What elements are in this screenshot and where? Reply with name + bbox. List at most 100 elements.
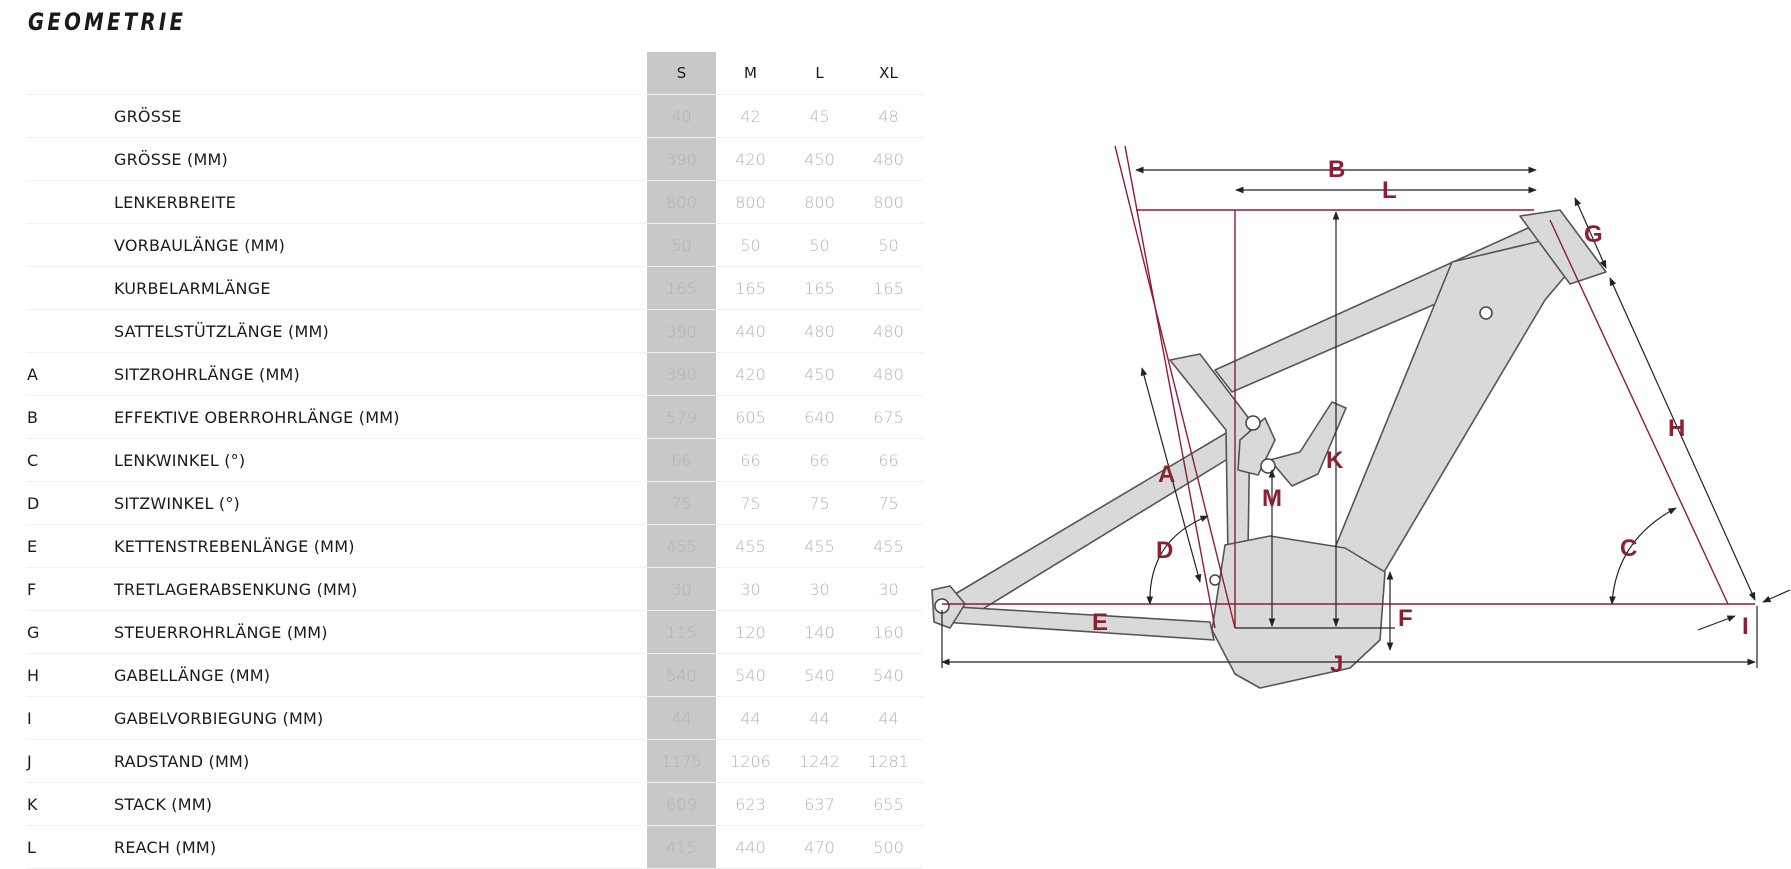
dimension-lines (941, 166, 1790, 668)
value-size-xl: 500 (854, 825, 923, 869)
row-label: KURBELARMLÄNGE (114, 266, 647, 310)
rocker-arm (1237, 417, 1276, 476)
value-size-xl: 48 (854, 94, 923, 138)
value-size-l: 470 (785, 825, 854, 869)
bike-frame (931, 209, 1607, 689)
row-label: TRETLAGERABSENKUNG (MM) (114, 567, 647, 611)
row-label: STACK (MM) (114, 782, 647, 826)
link-pivot (1260, 458, 1276, 474)
value-size-xl: 75 (854, 481, 923, 525)
row-label: VORBAULÄNGE (MM) (114, 223, 647, 267)
dim-line-i (1697, 615, 1736, 631)
row-label: GABELVORBIEGUNG (MM) (114, 696, 647, 740)
row-letter: I (27, 696, 114, 740)
value-size-s: 540 (647, 653, 716, 697)
value-size-l: 165 (785, 266, 854, 310)
row-label: GABELLÄNGE (MM) (114, 653, 647, 697)
bike-geometry-diagram: B L G K H A M D C E F I J (931, 145, 1790, 689)
value-size-m: 42 (716, 94, 785, 138)
value-size-m: 30 (716, 567, 785, 611)
row-label: STEUERROHRLÄNGE (MM) (114, 610, 647, 654)
value-size-l: 480 (785, 309, 854, 353)
row-letter: K (27, 782, 114, 826)
value-size-m: 165 (716, 266, 785, 310)
row-letter: B (27, 395, 114, 439)
header-size-m: M (716, 52, 785, 95)
row-label: EFFEKTIVE OBERROHRLÄNGE (MM) (114, 395, 647, 439)
value-size-xl: 30 (854, 567, 923, 611)
value-size-s: 115 (647, 610, 716, 654)
value-size-xl: 160 (854, 610, 923, 654)
shock-link (1269, 401, 1347, 487)
value-size-m: 420 (716, 137, 785, 181)
value-size-s: 40 (647, 94, 716, 138)
value-size-s: 75 (647, 481, 716, 525)
row-label: RADSTAND (MM) (114, 739, 647, 783)
value-size-l: 50 (785, 223, 854, 267)
value-size-m: 44 (716, 696, 785, 740)
row-letter: J (27, 739, 114, 783)
row-label: SITZWINKEL (°) (114, 481, 647, 525)
label-c: C (1620, 535, 1637, 562)
row-label: GRÖSSE (114, 94, 647, 138)
value-size-xl: 655 (854, 782, 923, 826)
seat-stay (944, 419, 1263, 619)
value-size-s: 390 (647, 137, 716, 181)
value-size-s: 455 (647, 524, 716, 568)
value-size-l: 66 (785, 438, 854, 482)
dim-arc-d (1146, 515, 1209, 605)
row-letter: F (27, 567, 114, 611)
value-size-m: 120 (716, 610, 785, 654)
row-letter: L (27, 825, 114, 869)
row-label: REACH (MM) (114, 825, 647, 869)
page-title: GEOMETRIE (28, 8, 187, 36)
value-size-s: 609 (647, 782, 716, 826)
label-g: G (1584, 221, 1603, 248)
value-size-s: 1175 (647, 739, 716, 783)
label-h: H (1668, 415, 1685, 442)
label-l: L (1382, 177, 1397, 204)
dimension-labels: B L G K H A M D C E F I J (1092, 156, 1749, 678)
value-size-l: 640 (785, 395, 854, 439)
label-i: I (1742, 613, 1749, 640)
value-size-s: 415 (647, 825, 716, 869)
value-size-xl: 540 (854, 653, 923, 697)
row-label: LENKWINKEL (°) (114, 438, 647, 482)
value-size-m: 440 (716, 825, 785, 869)
value-size-xl: 66 (854, 438, 923, 482)
value-size-xl: 44 (854, 696, 923, 740)
value-size-s: 800 (647, 180, 716, 224)
row-letter (27, 223, 114, 267)
value-size-s: 30 (647, 567, 716, 611)
value-size-s: 165 (647, 266, 716, 310)
motor-housing (1211, 535, 1386, 689)
header-size-xl: XL (854, 52, 923, 95)
row-letter: C (27, 438, 114, 482)
value-size-l: 140 (785, 610, 854, 654)
value-size-xl: 675 (854, 395, 923, 439)
value-size-m: 1206 (716, 739, 785, 783)
value-size-l: 455 (785, 524, 854, 568)
row-label: KETTENSTREBENLÄNGE (MM) (114, 524, 647, 568)
header-label (114, 52, 647, 95)
chain-stay (939, 605, 1215, 641)
row-letter: A (27, 352, 114, 396)
value-size-m: 605 (716, 395, 785, 439)
row-letter: H (27, 653, 114, 697)
label-j: J (1330, 651, 1343, 678)
header-size-l: L (785, 52, 854, 95)
value-size-s: 66 (647, 438, 716, 482)
value-size-m: 420 (716, 352, 785, 396)
